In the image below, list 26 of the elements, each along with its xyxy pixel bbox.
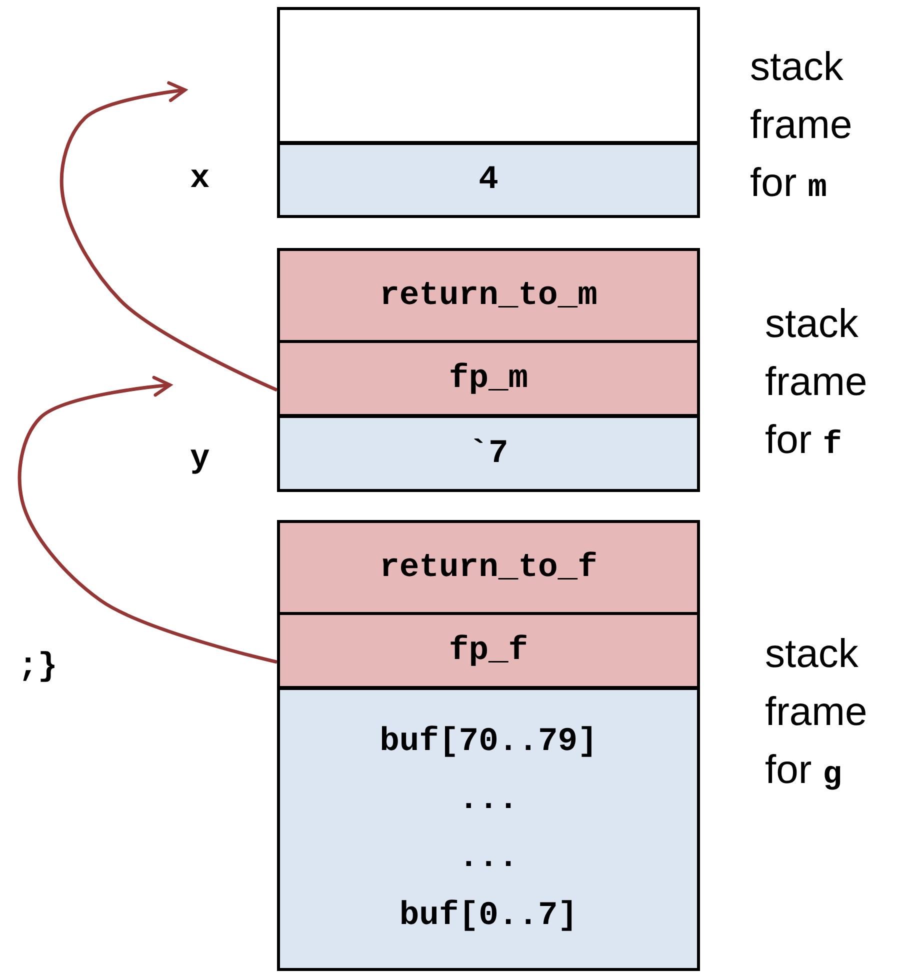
cell-value: buf[0..7] bbox=[399, 896, 578, 936]
cell-value: `7 bbox=[468, 434, 508, 474]
memory-cell bbox=[277, 687, 700, 971]
pointer-arrow bbox=[60, 81, 278, 392]
cell-value: return_to_m bbox=[380, 276, 598, 316]
frame-label: stack frame for f bbox=[765, 301, 868, 465]
variable-name: x bbox=[190, 160, 210, 197]
cell-value: fp_f bbox=[448, 630, 528, 670]
code-snippet: ;} bbox=[18, 648, 58, 685]
memory-cell bbox=[277, 612, 700, 689]
cell-value: fp_m bbox=[448, 358, 528, 398]
cell-value: 4 bbox=[478, 160, 498, 200]
variable-name: y bbox=[190, 440, 210, 477]
frame-label: stack frame for m bbox=[750, 44, 854, 208]
memory-cell bbox=[277, 520, 700, 615]
empty-memory-cell bbox=[277, 7, 700, 144]
ellipsis: ... bbox=[458, 780, 518, 820]
memory-cell bbox=[277, 142, 700, 218]
memory-cell bbox=[277, 415, 700, 492]
cell-value: return_to_f bbox=[380, 548, 598, 588]
memory-cell bbox=[277, 248, 700, 343]
cell-value: buf[70..79] bbox=[380, 722, 598, 762]
frame-label: stack frame for g bbox=[765, 631, 868, 795]
memory-cell bbox=[277, 340, 700, 417]
pointer-arrow bbox=[18, 376, 278, 664]
ellipsis: ... bbox=[458, 838, 518, 878]
